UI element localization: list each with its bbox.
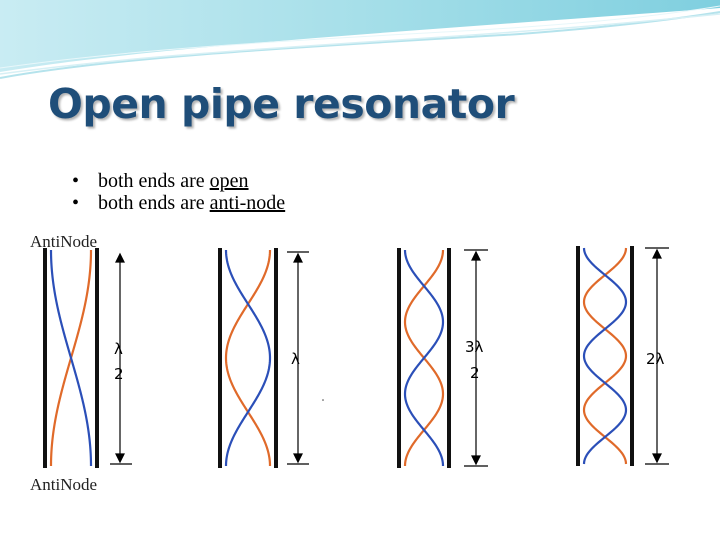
bullet-emphasis: anti-node [209, 192, 286, 214]
resonator-panel-3 [397, 248, 488, 468]
standing-wave-orange [224, 249, 272, 467]
standing-wave-blue [582, 247, 628, 465]
length-label-bottom-1: 2 [114, 365, 124, 383]
bullet-list: • both ends are open • both ends are anti-… [72, 170, 285, 214]
bullet-item: • both ends are anti-node [72, 192, 285, 214]
header-decoration [0, 0, 720, 79]
bullet-text: both ends are [98, 192, 210, 214]
length-label-bottom-3: 2 [470, 364, 480, 382]
bullet-text: both ends are [98, 170, 210, 192]
slide-title: Open pipe resonator [48, 80, 515, 128]
length-label-top-3: 3λ [465, 338, 484, 356]
bullet-item: • both ends are open [72, 170, 285, 192]
resonator-panel-4 [576, 246, 669, 466]
pipe-wall-right [95, 248, 99, 468]
length-arrow [645, 247, 669, 465]
bullet-dot: • [72, 192, 80, 214]
length-label-top-2: λ [291, 350, 300, 368]
pipe-wall-left [43, 248, 47, 468]
pipe-wall-right [447, 248, 451, 468]
pipe-wall-left [397, 248, 401, 468]
pipe-wall-left [576, 246, 580, 466]
pipe-wall-right [630, 246, 634, 466]
standing-wave-blue [49, 249, 93, 467]
pipe-wall-right [274, 248, 278, 468]
length-label-top-1: λ [114, 340, 123, 358]
pipe-wall-left [218, 248, 222, 468]
bullet-dot: • [72, 170, 80, 192]
length-arrow [287, 251, 309, 465]
resonator-panel-2 [218, 248, 324, 468]
standing-wave-blue [403, 249, 445, 467]
antinode-top-label: AntiNode [30, 232, 98, 251]
standing-wave-orange [582, 247, 628, 465]
length-arrow [464, 249, 488, 467]
resonator-panel-1 [43, 248, 132, 468]
bullet-emphasis: open [209, 170, 249, 192]
antinode-bottom-label: AntiNode [30, 475, 98, 494]
length-arrow [110, 252, 132, 465]
standing-wave-blue [224, 249, 272, 467]
length-label-top-4: 2λ [646, 350, 665, 368]
